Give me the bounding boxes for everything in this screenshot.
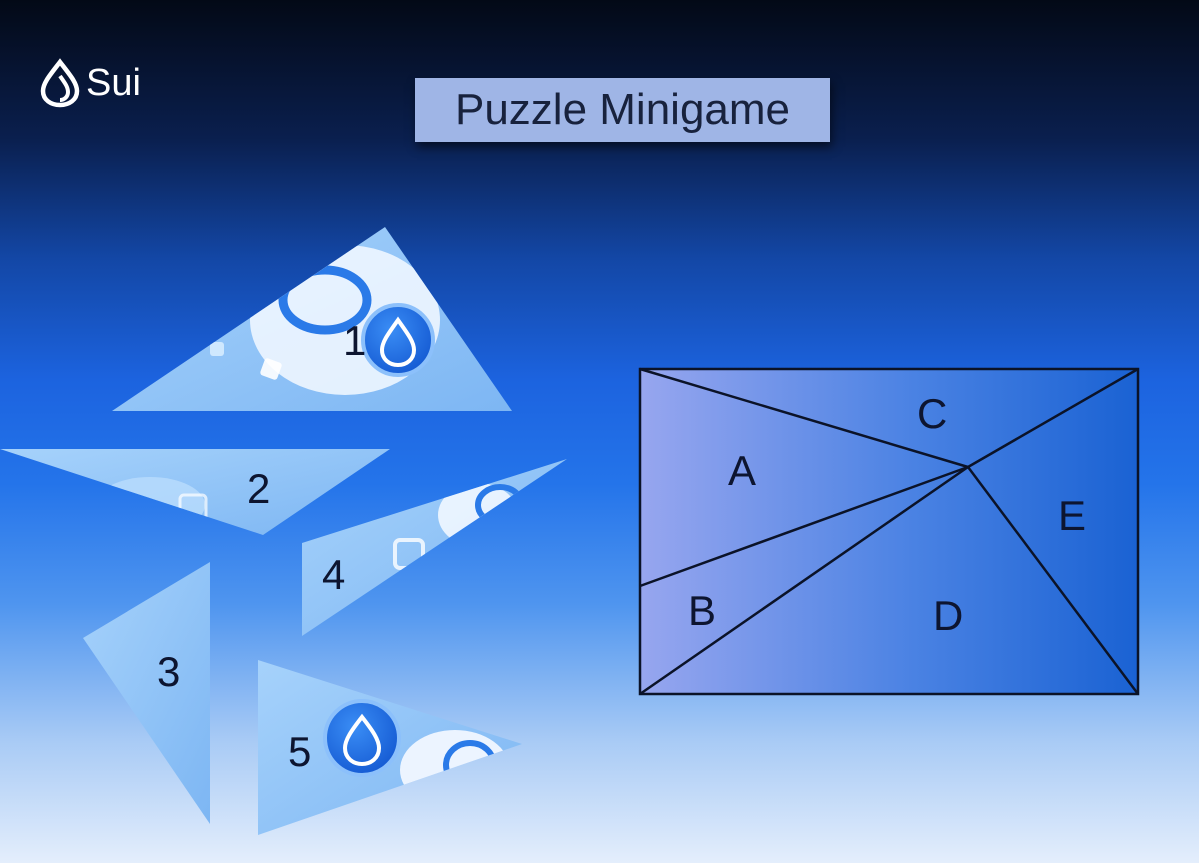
sui-coin-icon (361, 303, 435, 377)
piece-5-label: 5 (288, 728, 311, 775)
board-edge (639, 465, 969, 696)
board-region-d[interactable]: D (933, 592, 963, 639)
puzzle-piece-3[interactable]: 3 (83, 562, 210, 824)
puzzle-piece-1[interactable]: 1 (112, 227, 512, 411)
piece-4-label: 4 (322, 551, 345, 598)
piece-3-shape (83, 562, 210, 824)
board-region-c[interactable]: C (917, 390, 947, 437)
board-frame (638, 367, 1140, 696)
board-edge (967, 367, 1139, 469)
puzzle-piece-5[interactable]: 5 (258, 660, 522, 835)
board-region-e[interactable]: E (1058, 492, 1086, 539)
sui-droplet-icon (40, 58, 80, 108)
board-region-a[interactable]: A (728, 447, 756, 494)
piece-2-label: 2 (247, 465, 270, 512)
piece-3-label: 3 (157, 648, 180, 695)
board-edge (639, 367, 969, 469)
sui-logo: Sui (38, 58, 141, 108)
puzzle-board: A B C D E (638, 367, 1140, 696)
piece-4-shape (302, 459, 567, 636)
board-edge (966, 466, 1140, 695)
piece-5-artwork (400, 730, 510, 810)
puzzle-piece-2[interactable]: 2 (0, 449, 390, 535)
sui-coin-icon (323, 699, 401, 777)
logo-text: Sui (86, 61, 141, 104)
board-edge (639, 465, 969, 588)
piece-1-label: 1 (343, 317, 366, 364)
board-region-b[interactable]: B (688, 587, 716, 634)
page-title: Puzzle Minigame (415, 78, 830, 142)
puzzle-piece-4[interactable]: 4 (302, 459, 567, 636)
